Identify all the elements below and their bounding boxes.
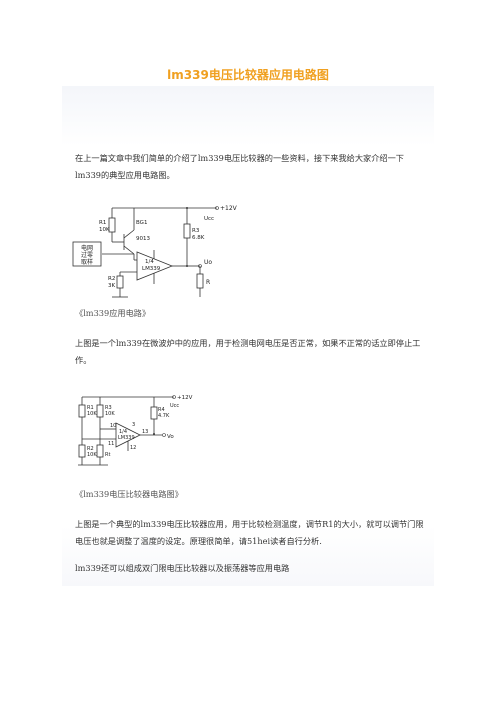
lm339-application-circuit: 电网 过零 取样 +12V Ucc R1 10K BG1 9013 R3 6.8…: [72, 202, 242, 302]
amp-label-a: 1/4: [119, 429, 127, 435]
r3-label: R3: [192, 228, 200, 234]
r2-label: R2: [108, 276, 115, 282]
content-background: [62, 86, 434, 586]
vcc-label: +12V: [220, 205, 238, 212]
caption-1: 《lm339应用电路》: [75, 308, 151, 318]
pin-13: 13: [142, 429, 148, 435]
ucc-label: Ucc: [170, 403, 179, 409]
r2-label: R2: [87, 446, 94, 452]
uo-label: Uo: [204, 259, 212, 266]
paragraph-3: 上图是一个典型的lm339电压比较器应用，用于比较检测温度，调节R1的大小，就可…: [75, 519, 424, 546]
r-label: R: [206, 279, 210, 286]
vcc-label: +12V: [177, 395, 193, 401]
r3-label: R3: [105, 405, 112, 411]
r3-value: 10K: [105, 411, 115, 417]
r3-value: 6.8K: [192, 235, 205, 241]
r4-value: 4.7K: [158, 413, 170, 419]
r1-value: 10K: [87, 411, 97, 417]
r2-value: 3K: [108, 283, 115, 289]
r2-value: 10K: [87, 452, 97, 458]
r1-value: 10K: [99, 227, 110, 233]
caption-2: 《lm339电压比较器电路图》: [75, 489, 183, 499]
bg1-label: BG1: [136, 220, 147, 226]
pin-10: 10: [110, 423, 116, 429]
bg1-model: 9013: [136, 236, 150, 242]
lm339-comparator-circuit: +12V Ucc R1 10K R3 10K R4 4.7K 3 10 11 1…: [78, 393, 198, 469]
paragraph-2: 上图是一个lm339在微波炉中的应用，用于检测电网电压是否正常，如果不正常的话立…: [75, 338, 421, 365]
pin-12: 12: [130, 445, 136, 451]
box-label-1: 电网: [81, 244, 93, 252]
r4-label: R4: [158, 407, 165, 413]
intro-paragraph: 在上一篇文章中我们简单的介绍了lm339电压比较器的一些资料，接下来我给大家介绍…: [75, 153, 404, 180]
pin-11: 11: [108, 441, 114, 447]
rt-label: Rt: [105, 452, 110, 458]
amp-label-b: LM339: [142, 266, 161, 272]
vo-label: Vo: [167, 434, 174, 440]
box-label-2: 过零: [81, 251, 93, 259]
page-title: lm339电压比较器应用电路图: [167, 68, 329, 82]
ucc-label: Ucc: [204, 216, 214, 222]
box-label-3: 取样: [81, 258, 93, 266]
r1-label: R1: [99, 220, 106, 226]
pin-3: 3: [132, 422, 135, 428]
r1-label: R1: [87, 405, 94, 411]
amp-label-a: 1/4: [145, 259, 154, 265]
amp-label-b: LM339: [118, 435, 135, 441]
paragraph-4: lm339还可以组成双门限电压比较器以及振荡器等应用电路: [75, 563, 290, 573]
